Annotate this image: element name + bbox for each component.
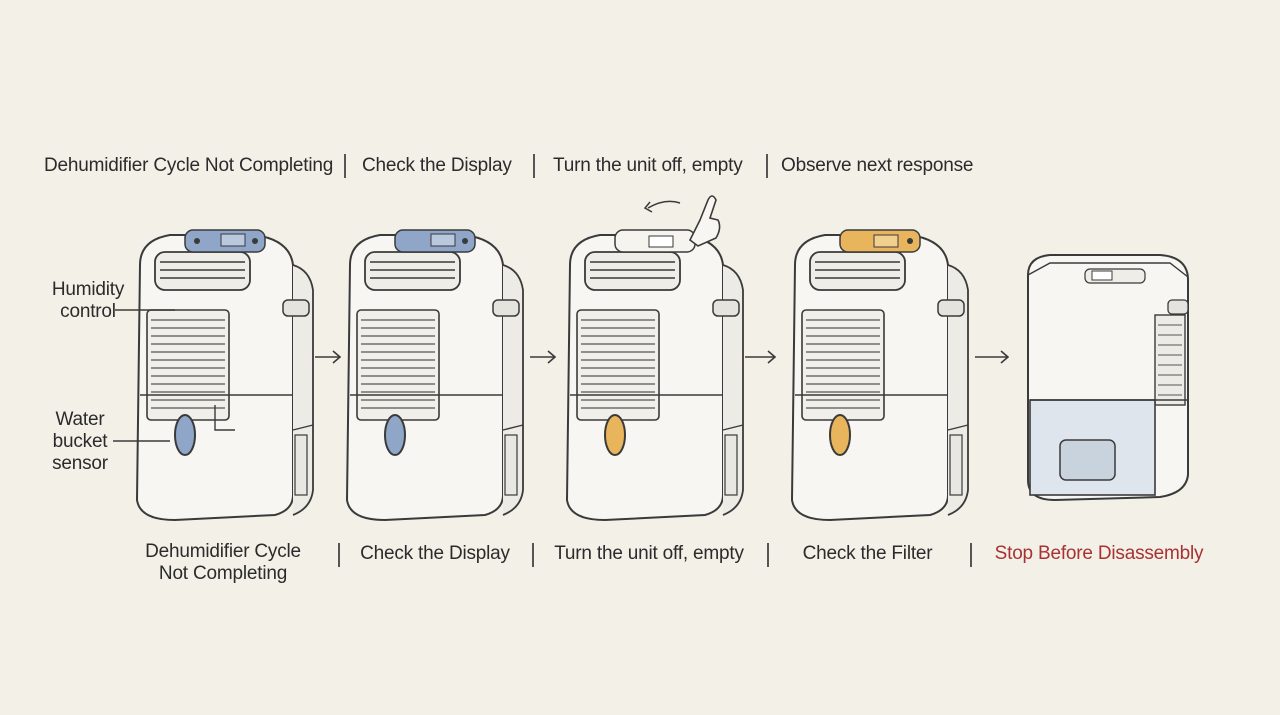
top-step-4-label: Observe next response (781, 155, 974, 176)
top-step-3-label: Turn the unit off, empty (553, 155, 743, 176)
arrow-right-icon (975, 350, 1010, 364)
top-separator-1 (344, 154, 346, 178)
bottom-separator-2 (532, 543, 534, 567)
bottom-separator-1 (338, 543, 340, 567)
callout-line: control (60, 301, 116, 322)
dehumidifier-icon (566, 229, 744, 521)
bottom-step-2-label: Check the Display (360, 543, 510, 564)
dehumidifier-icon (791, 229, 969, 521)
rotate-arrow-icon (647, 200, 681, 209)
humidity-control-callout: Humidity control (44, 279, 132, 323)
water-bucket-sensor-callout: Water bucket sensor (36, 409, 124, 475)
hand-pointer-icon (688, 195, 721, 247)
bottom-label-line: Not Completing (158, 563, 288, 584)
arrow-right-icon (745, 350, 777, 364)
bottom-step-1-label: Dehumidifier Cycle Not Completing (128, 541, 318, 585)
bottom-separator-3 (767, 543, 769, 567)
bottom-separator-4 (970, 543, 972, 567)
callout-line: Humidity (51, 279, 125, 300)
top-step-1-label: Dehumidifier Cycle Not Completing (44, 155, 334, 176)
callout-line: sensor (52, 453, 108, 474)
top-step-2-label: Check the Display (362, 155, 512, 176)
arrow-right-icon (315, 350, 342, 364)
bottom-step-4-label: Check the Filter (802, 543, 933, 564)
bottom-step-3-label: Turn the unit off, empty (554, 543, 744, 564)
top-separator-3 (766, 154, 768, 178)
arrow-right-icon (530, 350, 557, 364)
callout-line: Water (55, 409, 105, 430)
bottom-step-5-label: Stop Before Disassembly (994, 543, 1204, 564)
dehumidifier-icon (346, 229, 524, 521)
callout-line: bucket (52, 431, 108, 452)
bottom-label-line: Dehumidifier Cycle (145, 541, 301, 562)
top-separator-2 (533, 154, 535, 178)
dehumidifier-icon (136, 229, 314, 521)
dehumidifier-icon (1027, 254, 1189, 502)
